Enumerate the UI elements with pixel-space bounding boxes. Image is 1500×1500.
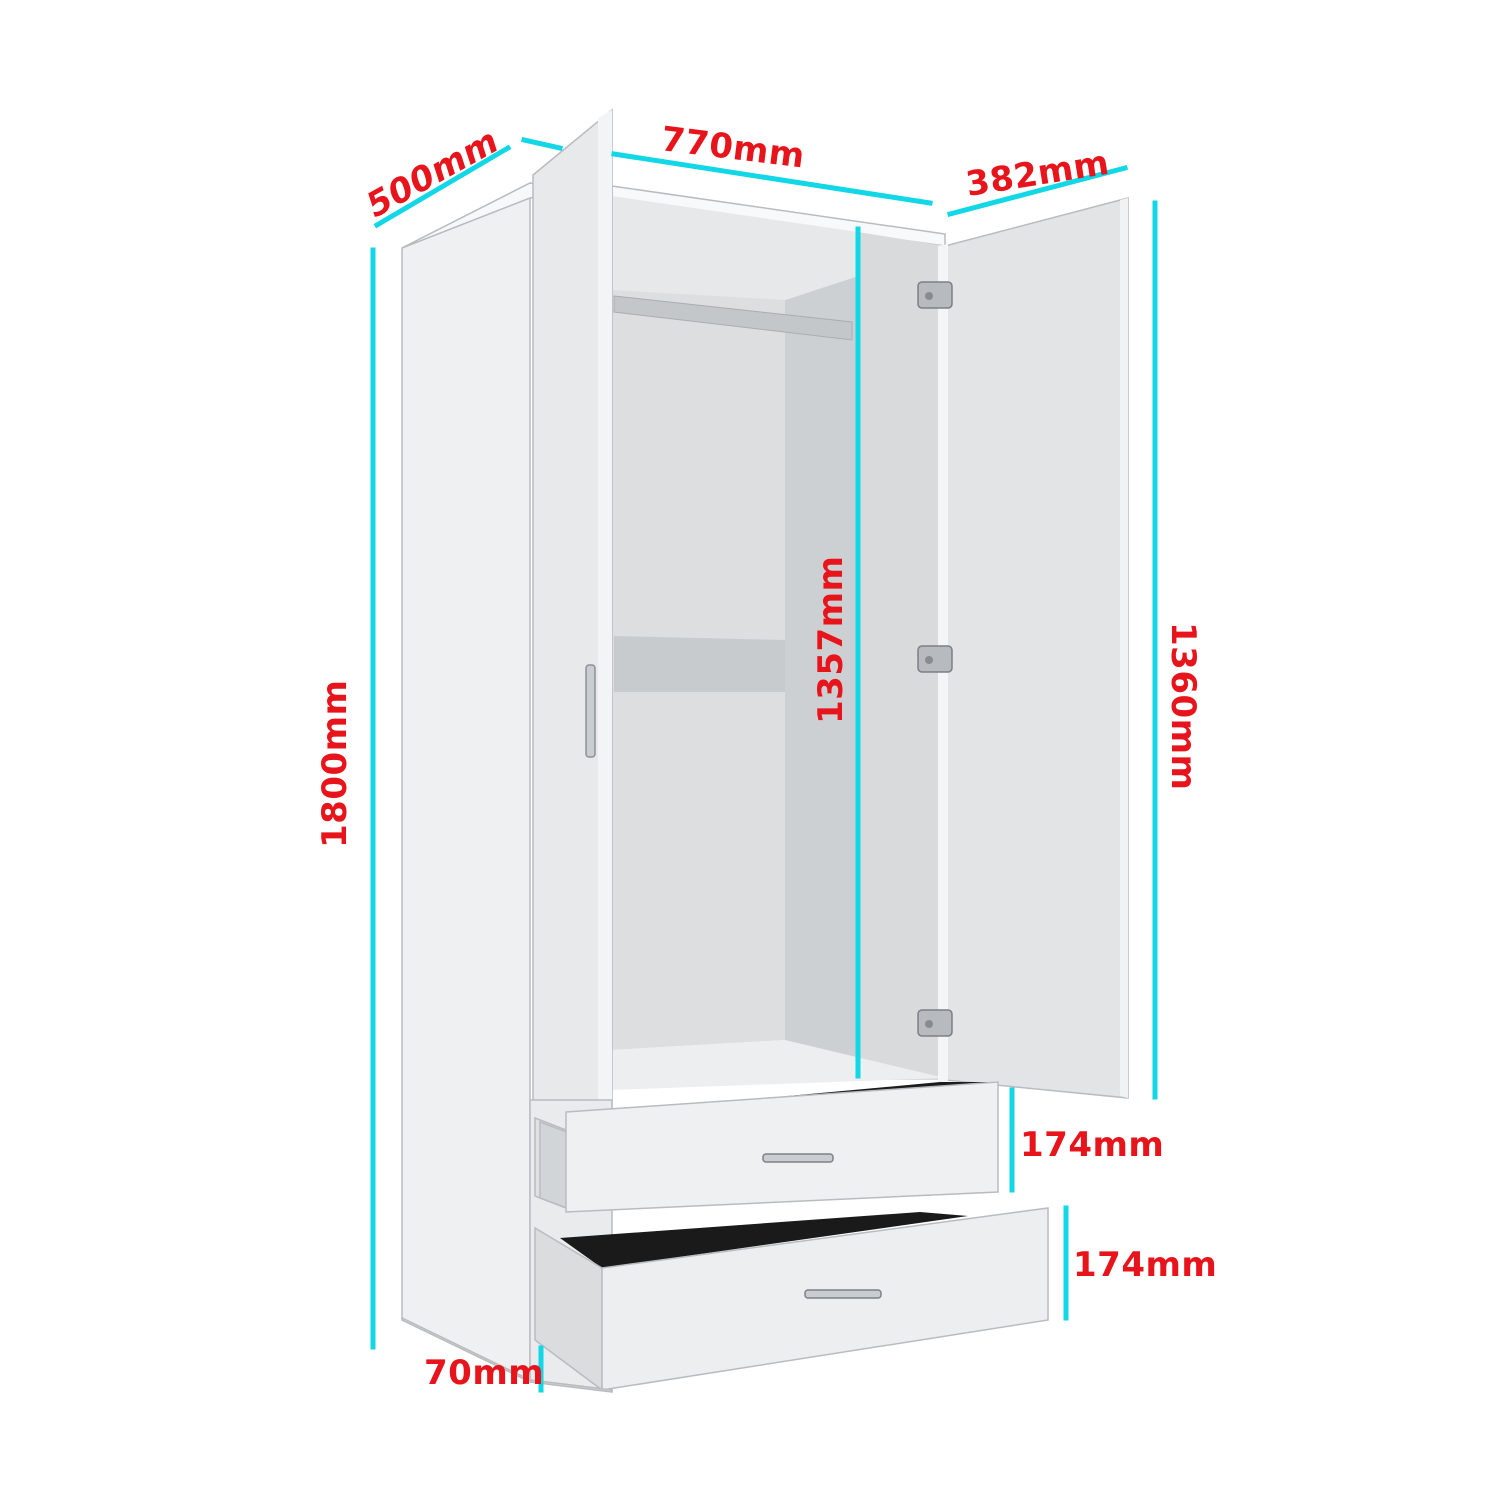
door-width-dimension-line — [946, 164, 1129, 218]
right-door-face — [1120, 198, 1128, 1098]
right-door-inner — [944, 197, 1129, 1099]
plinth — [401, 1316, 613, 1393]
hanging-rail — [613, 295, 853, 341]
interior-ceiling — [612, 196, 858, 300]
depth-dimension-line — [373, 144, 512, 229]
bottom-drawer-handle — [804, 1289, 882, 1299]
interior-height-label: 1357mm — [811, 556, 851, 724]
hinge-top-icon — [917, 281, 953, 309]
hinge-middle-icon — [917, 645, 953, 673]
plinth-height-label: 70mm — [424, 1353, 544, 1393]
interior-floor — [612, 1040, 945, 1090]
top-drawer-height-label: 174mm — [1020, 1125, 1164, 1165]
door-width-label: 382mm — [963, 143, 1112, 205]
left-door-front — [598, 110, 612, 1150]
top-drawer-front — [565, 1081, 999, 1213]
total-height-label: 1800mm — [315, 680, 355, 848]
door-height-label: 1360mm — [1163, 622, 1203, 790]
interior-back-wall — [785, 276, 858, 1080]
width-label: 770mm — [659, 119, 807, 176]
left-side-panel — [401, 181, 531, 1382]
width-dimension-line — [611, 151, 933, 206]
bottom-drawer-cavity — [560, 1212, 968, 1268]
interior-right-wall — [858, 232, 945, 1080]
back-support-strip — [614, 636, 785, 692]
bottom-drawer-front — [601, 1207, 1049, 1391]
hinge-bottom-icon — [917, 1009, 953, 1037]
top-drawer-handle — [762, 1153, 834, 1163]
left-door-handle — [585, 664, 596, 758]
interior-left-wall — [612, 196, 785, 1050]
bottom-drawer-height-label: 174mm — [1073, 1245, 1217, 1285]
width-dimension-extension — [521, 137, 563, 151]
